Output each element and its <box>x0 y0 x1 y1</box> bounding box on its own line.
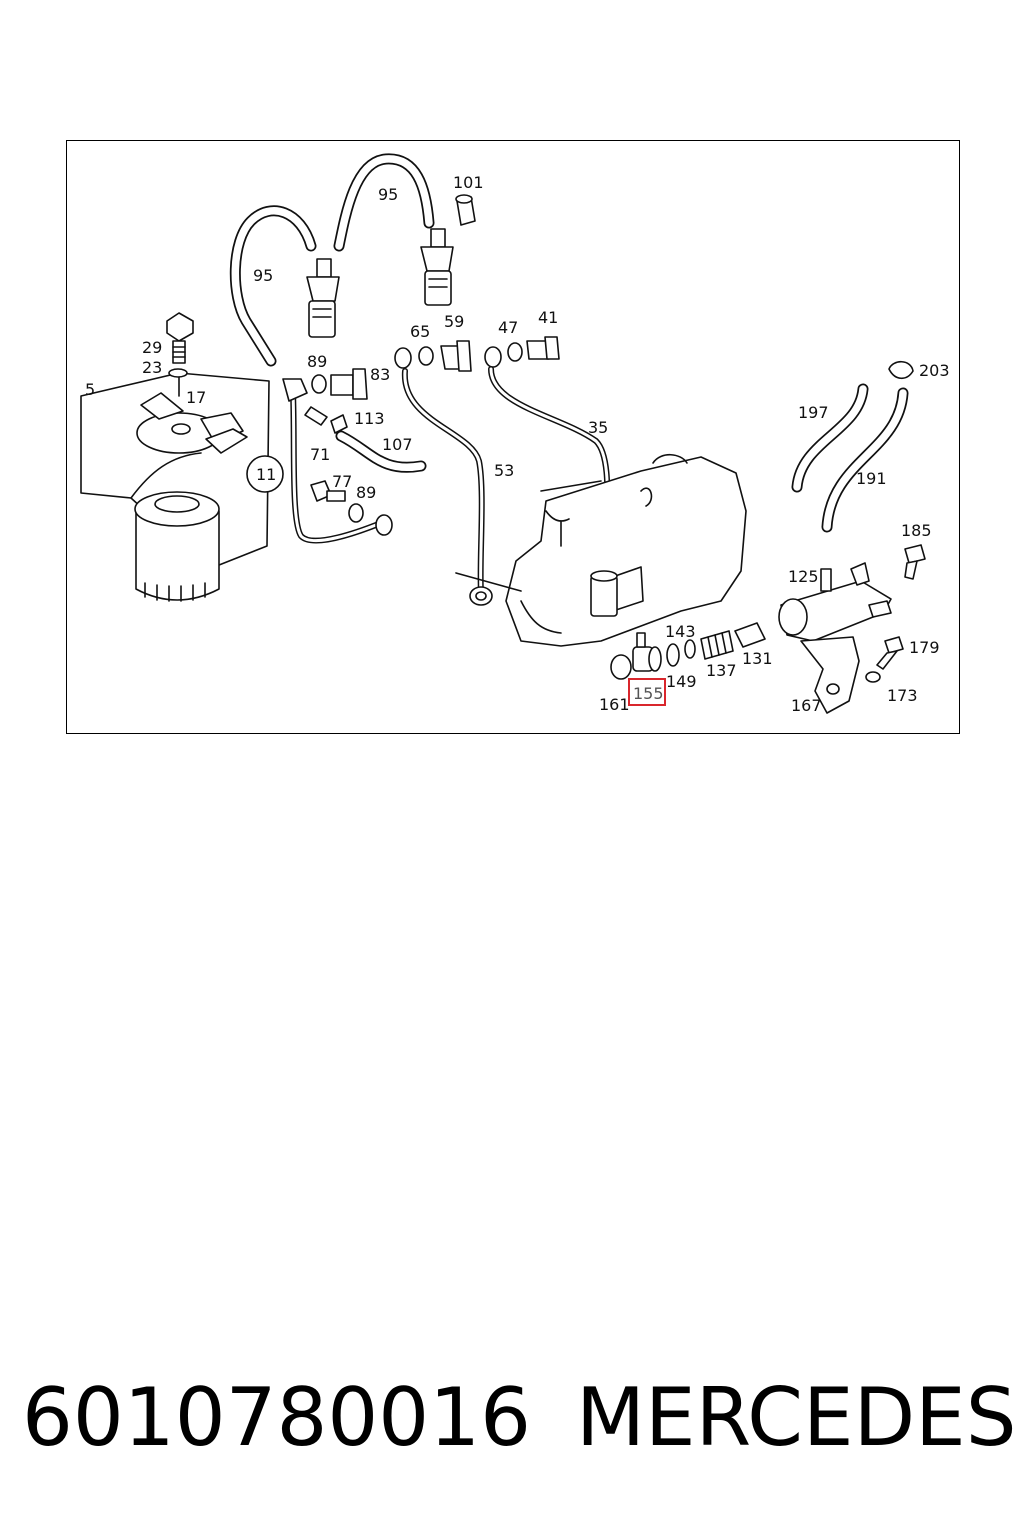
callout-53: 53 <box>494 461 514 480</box>
callout-95-right: 95 <box>378 185 398 204</box>
callout-77: 77 <box>332 472 352 491</box>
callout-161: 161 <box>599 695 630 714</box>
fuel-pipe-53 <box>401 368 493 606</box>
callout-179: 179 <box>909 638 940 657</box>
callout-35: 35 <box>588 418 608 437</box>
callout-41: 41 <box>538 308 558 327</box>
parts-diagram-frame: 5 11 17 23 29 35 41 47 53 59 65 71 77 83… <box>66 140 960 734</box>
callout-137: 137 <box>706 661 737 680</box>
callout-203: 203 <box>919 361 950 380</box>
oil-filter-cartridge <box>134 491 220 602</box>
callout-65: 65 <box>410 322 430 341</box>
filter-housing-bracket <box>80 372 270 570</box>
callout-197: 197 <box>798 403 829 422</box>
callout-83: 83 <box>370 365 390 384</box>
washer-89-lower <box>348 503 364 523</box>
callout-107: 107 <box>382 435 413 454</box>
hose-197 <box>791 383 869 493</box>
spring-137 <box>700 630 734 660</box>
callout-143: 143 <box>665 622 696 641</box>
callout-59: 59 <box>444 312 464 331</box>
callout-47: 47 <box>498 318 518 337</box>
callout-101: 101 <box>453 173 484 192</box>
callout-167: 167 <box>791 696 822 715</box>
callout-23: 23 <box>142 358 162 377</box>
washer-23 <box>168 368 188 378</box>
callout-11: 11 <box>256 465 276 484</box>
bolt-77 <box>310 480 346 502</box>
clip-203 <box>888 360 914 380</box>
bleed-screw-185 <box>904 544 926 580</box>
injection-pump-body <box>455 453 747 647</box>
callout-173: 173 <box>887 686 918 705</box>
callout-17: 17 <box>186 388 206 407</box>
callout-89-lower: 89 <box>356 483 376 502</box>
callout-95-left: 95 <box>253 266 273 285</box>
callout-113: 113 <box>354 409 385 428</box>
injector-left <box>306 258 340 338</box>
callout-155[interactable]: 155 <box>633 684 664 703</box>
banjo-fitting-row-2 <box>394 340 472 372</box>
fuel-pipe-71 <box>282 378 393 544</box>
banjo-fitting-155 <box>632 632 662 672</box>
bolt-29 <box>166 312 194 364</box>
callout-89-upper: 89 <box>307 352 327 371</box>
brand-name: MERCEDES <box>576 1371 1017 1464</box>
banjo-fitting-row-3 <box>484 336 560 368</box>
callout-circle-11 <box>246 455 284 493</box>
fitting-113 <box>304 406 348 434</box>
callout-149: 149 <box>666 672 697 691</box>
hose-107 <box>335 430 427 473</box>
seal-143 <box>684 639 696 659</box>
callout-71: 71 <box>310 445 330 464</box>
callout-131: 131 <box>742 649 773 668</box>
callout-191: 191 <box>856 469 887 488</box>
part-number: 6010780016 <box>22 1371 531 1464</box>
cap-101 <box>455 194 476 226</box>
banjo-fitting-row-1 <box>311 368 368 400</box>
seal-149 <box>666 643 680 667</box>
exploded-parts-diagram: 5 11 17 23 29 35 41 47 53 59 65 71 77 83… <box>80 153 950 715</box>
footer: 6010780016 MERCEDES <box>20 1368 1017 1468</box>
plug-161 <box>610 654 632 680</box>
injector-right <box>420 228 454 306</box>
highlight-box-155 <box>628 678 666 706</box>
banjo-bolt-179 <box>876 636 904 670</box>
callout-185: 185 <box>901 521 932 540</box>
valve-131 <box>734 622 766 648</box>
hose-95-right <box>333 153 435 252</box>
seal-173 <box>865 671 881 683</box>
callout-29: 29 <box>142 338 162 357</box>
callout-125: 125 <box>788 567 819 586</box>
hose-191 <box>821 387 909 533</box>
bracket-167 <box>800 636 860 714</box>
fuel-filter-head-125 <box>778 562 892 642</box>
hose-95-left <box>229 205 317 367</box>
callout-5: 5 <box>85 380 95 399</box>
